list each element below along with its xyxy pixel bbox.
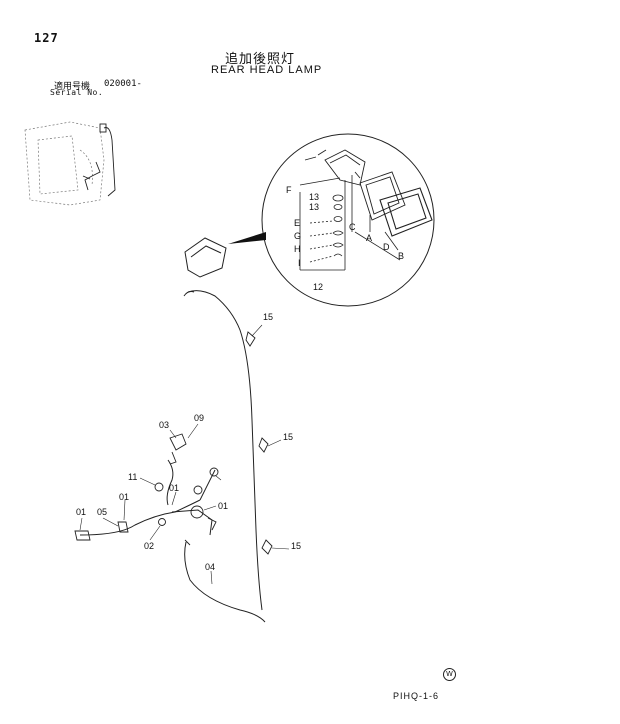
callout-04: 04 bbox=[205, 562, 215, 572]
page-number: 127 bbox=[34, 31, 59, 45]
callout-f: F bbox=[286, 185, 292, 195]
manufacturer-logo: W bbox=[443, 668, 456, 681]
serial-label-japanese: 適用号機 bbox=[54, 82, 91, 92]
callout-01-b: 01 bbox=[119, 492, 129, 502]
callout-i: I bbox=[298, 258, 301, 268]
callout-13-a: 13 bbox=[309, 192, 319, 202]
footer-code: PIHQ-1-6 bbox=[393, 691, 440, 701]
callout-13-b: 13 bbox=[309, 202, 319, 212]
callout-d: D bbox=[383, 242, 390, 252]
callout-15-a: 15 bbox=[263, 312, 273, 322]
leader-lines bbox=[79, 324, 290, 585]
callout-g: G bbox=[294, 231, 301, 241]
callout-a: A bbox=[366, 233, 372, 243]
title-japanese: 追加後照灯 bbox=[225, 52, 296, 67]
callout-15-b: 15 bbox=[283, 432, 293, 442]
callout-01-d: 01 bbox=[76, 507, 86, 517]
callout-15-c: 15 bbox=[291, 541, 301, 551]
callout-11: 11 bbox=[128, 472, 137, 482]
callout-b: B bbox=[398, 251, 404, 261]
callout-01-c: 01 bbox=[218, 501, 228, 511]
lamp-lens-a bbox=[359, 171, 406, 221]
machine-cab-drawing bbox=[24, 121, 105, 206]
serial-label-english: Serial No. bbox=[50, 88, 104, 97]
callout-12: 12 bbox=[313, 282, 323, 292]
callout-03: 03 bbox=[159, 420, 169, 430]
callout-09: 09 bbox=[194, 413, 204, 423]
main-harness bbox=[79, 290, 266, 623]
lamp-housing bbox=[304, 149, 366, 186]
lamp-assembly bbox=[184, 237, 227, 278]
serial-code: 020001- bbox=[104, 79, 142, 89]
harness-connectors bbox=[74, 331, 273, 555]
callout-02: 02 bbox=[144, 541, 154, 551]
detail-circle bbox=[261, 133, 435, 307]
hardware-stack bbox=[299, 175, 401, 271]
callout-c: C bbox=[349, 222, 356, 232]
callout-05: 05 bbox=[97, 507, 107, 517]
title-english: REAR HEAD LAMP bbox=[211, 64, 323, 76]
callout-e: E bbox=[294, 218, 300, 228]
detail-leader bbox=[228, 232, 266, 244]
callout-01-a: 01 bbox=[169, 483, 179, 493]
callout-h: H bbox=[294, 244, 301, 254]
lamp-bezel-d bbox=[379, 187, 433, 237]
cab-lamp-wiring bbox=[82, 123, 116, 197]
